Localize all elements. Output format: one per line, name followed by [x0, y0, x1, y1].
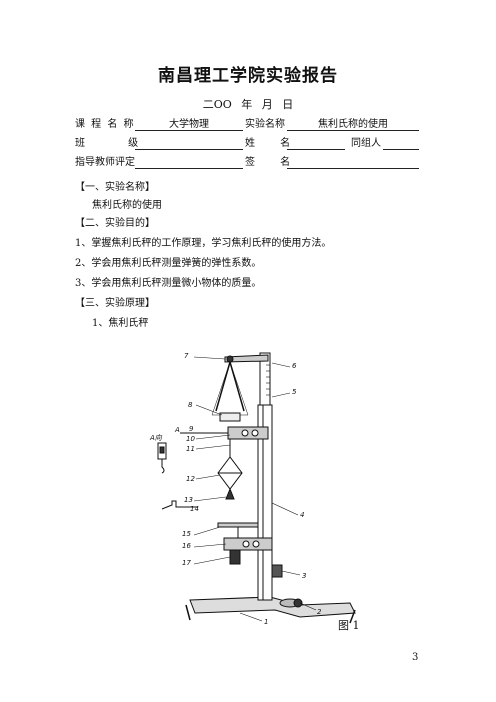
date-line: 二OO 年 月 日	[202, 98, 294, 111]
label-12: 12	[186, 475, 195, 483]
group-underline	[383, 149, 419, 150]
label-11: 11	[186, 445, 195, 453]
label-13: 13	[184, 496, 193, 504]
label-7: 7	[184, 352, 189, 360]
section2-title: 【二、实验目的】	[75, 218, 155, 229]
name-label: 姓 名	[245, 138, 291, 149]
name-underline	[287, 149, 345, 150]
report-title: 南昌理工学院实验报告	[158, 66, 338, 86]
course-underline	[135, 130, 243, 131]
page-number: 3	[412, 652, 419, 663]
label-14: 14	[190, 505, 199, 513]
section2-item-3: 3、学会用焦利氏秤测量微小物体的质量。	[75, 278, 262, 289]
figure-caption: 图 1	[338, 619, 360, 632]
label-a-view: A向	[150, 434, 162, 442]
teacher-label: 指导教师评定	[75, 157, 135, 168]
sign-label: 签 名	[245, 157, 291, 168]
label-15: 15	[182, 530, 191, 538]
exp-label: 实验名称	[245, 119, 285, 130]
section3-sub: 1、焦利氏秤	[92, 318, 149, 329]
label-10: 10	[186, 435, 195, 443]
course-value: 大学物理	[169, 119, 209, 130]
label-8: 8	[188, 401, 193, 409]
section3-title: 【三、实验原理】	[75, 298, 155, 309]
sign-underline	[287, 168, 419, 169]
group-label: 同组人	[351, 138, 381, 149]
section1-title: 【一、实验名称】	[75, 182, 155, 193]
exp-value: 焦利氏称的使用	[318, 119, 388, 130]
label-a: A	[175, 426, 180, 434]
teacher-underline	[135, 168, 243, 169]
label-9: 9	[189, 425, 194, 433]
label-2: 2	[317, 608, 322, 616]
label-3: 3	[302, 572, 307, 580]
figure-labels: 7 6 5 8 A向 A 9 10 11 12 13 14 4 15 16 17…	[150, 335, 360, 630]
exp-underline	[287, 130, 419, 131]
label-1: 1	[264, 618, 269, 626]
section2-item-2: 2、学会用焦利氏秤测量弹簧的弹性系数。	[75, 258, 262, 269]
section1-body: 焦利氏称的使用	[92, 200, 162, 211]
label-6: 6	[292, 362, 297, 370]
course-label: 课 程 名 称	[75, 119, 134, 130]
label-5: 5	[292, 388, 297, 396]
label-16: 16	[182, 542, 191, 550]
class-underline	[135, 149, 243, 150]
section2-item-1: 1、掌握焦利氏秤的工作原理，学习焦利氏秤的使用方法。	[75, 238, 332, 249]
label-4: 4	[300, 511, 305, 519]
label-17: 17	[182, 559, 191, 567]
jolly-balance-diagram	[157, 352, 356, 624]
class-label: 班 级	[75, 138, 139, 149]
